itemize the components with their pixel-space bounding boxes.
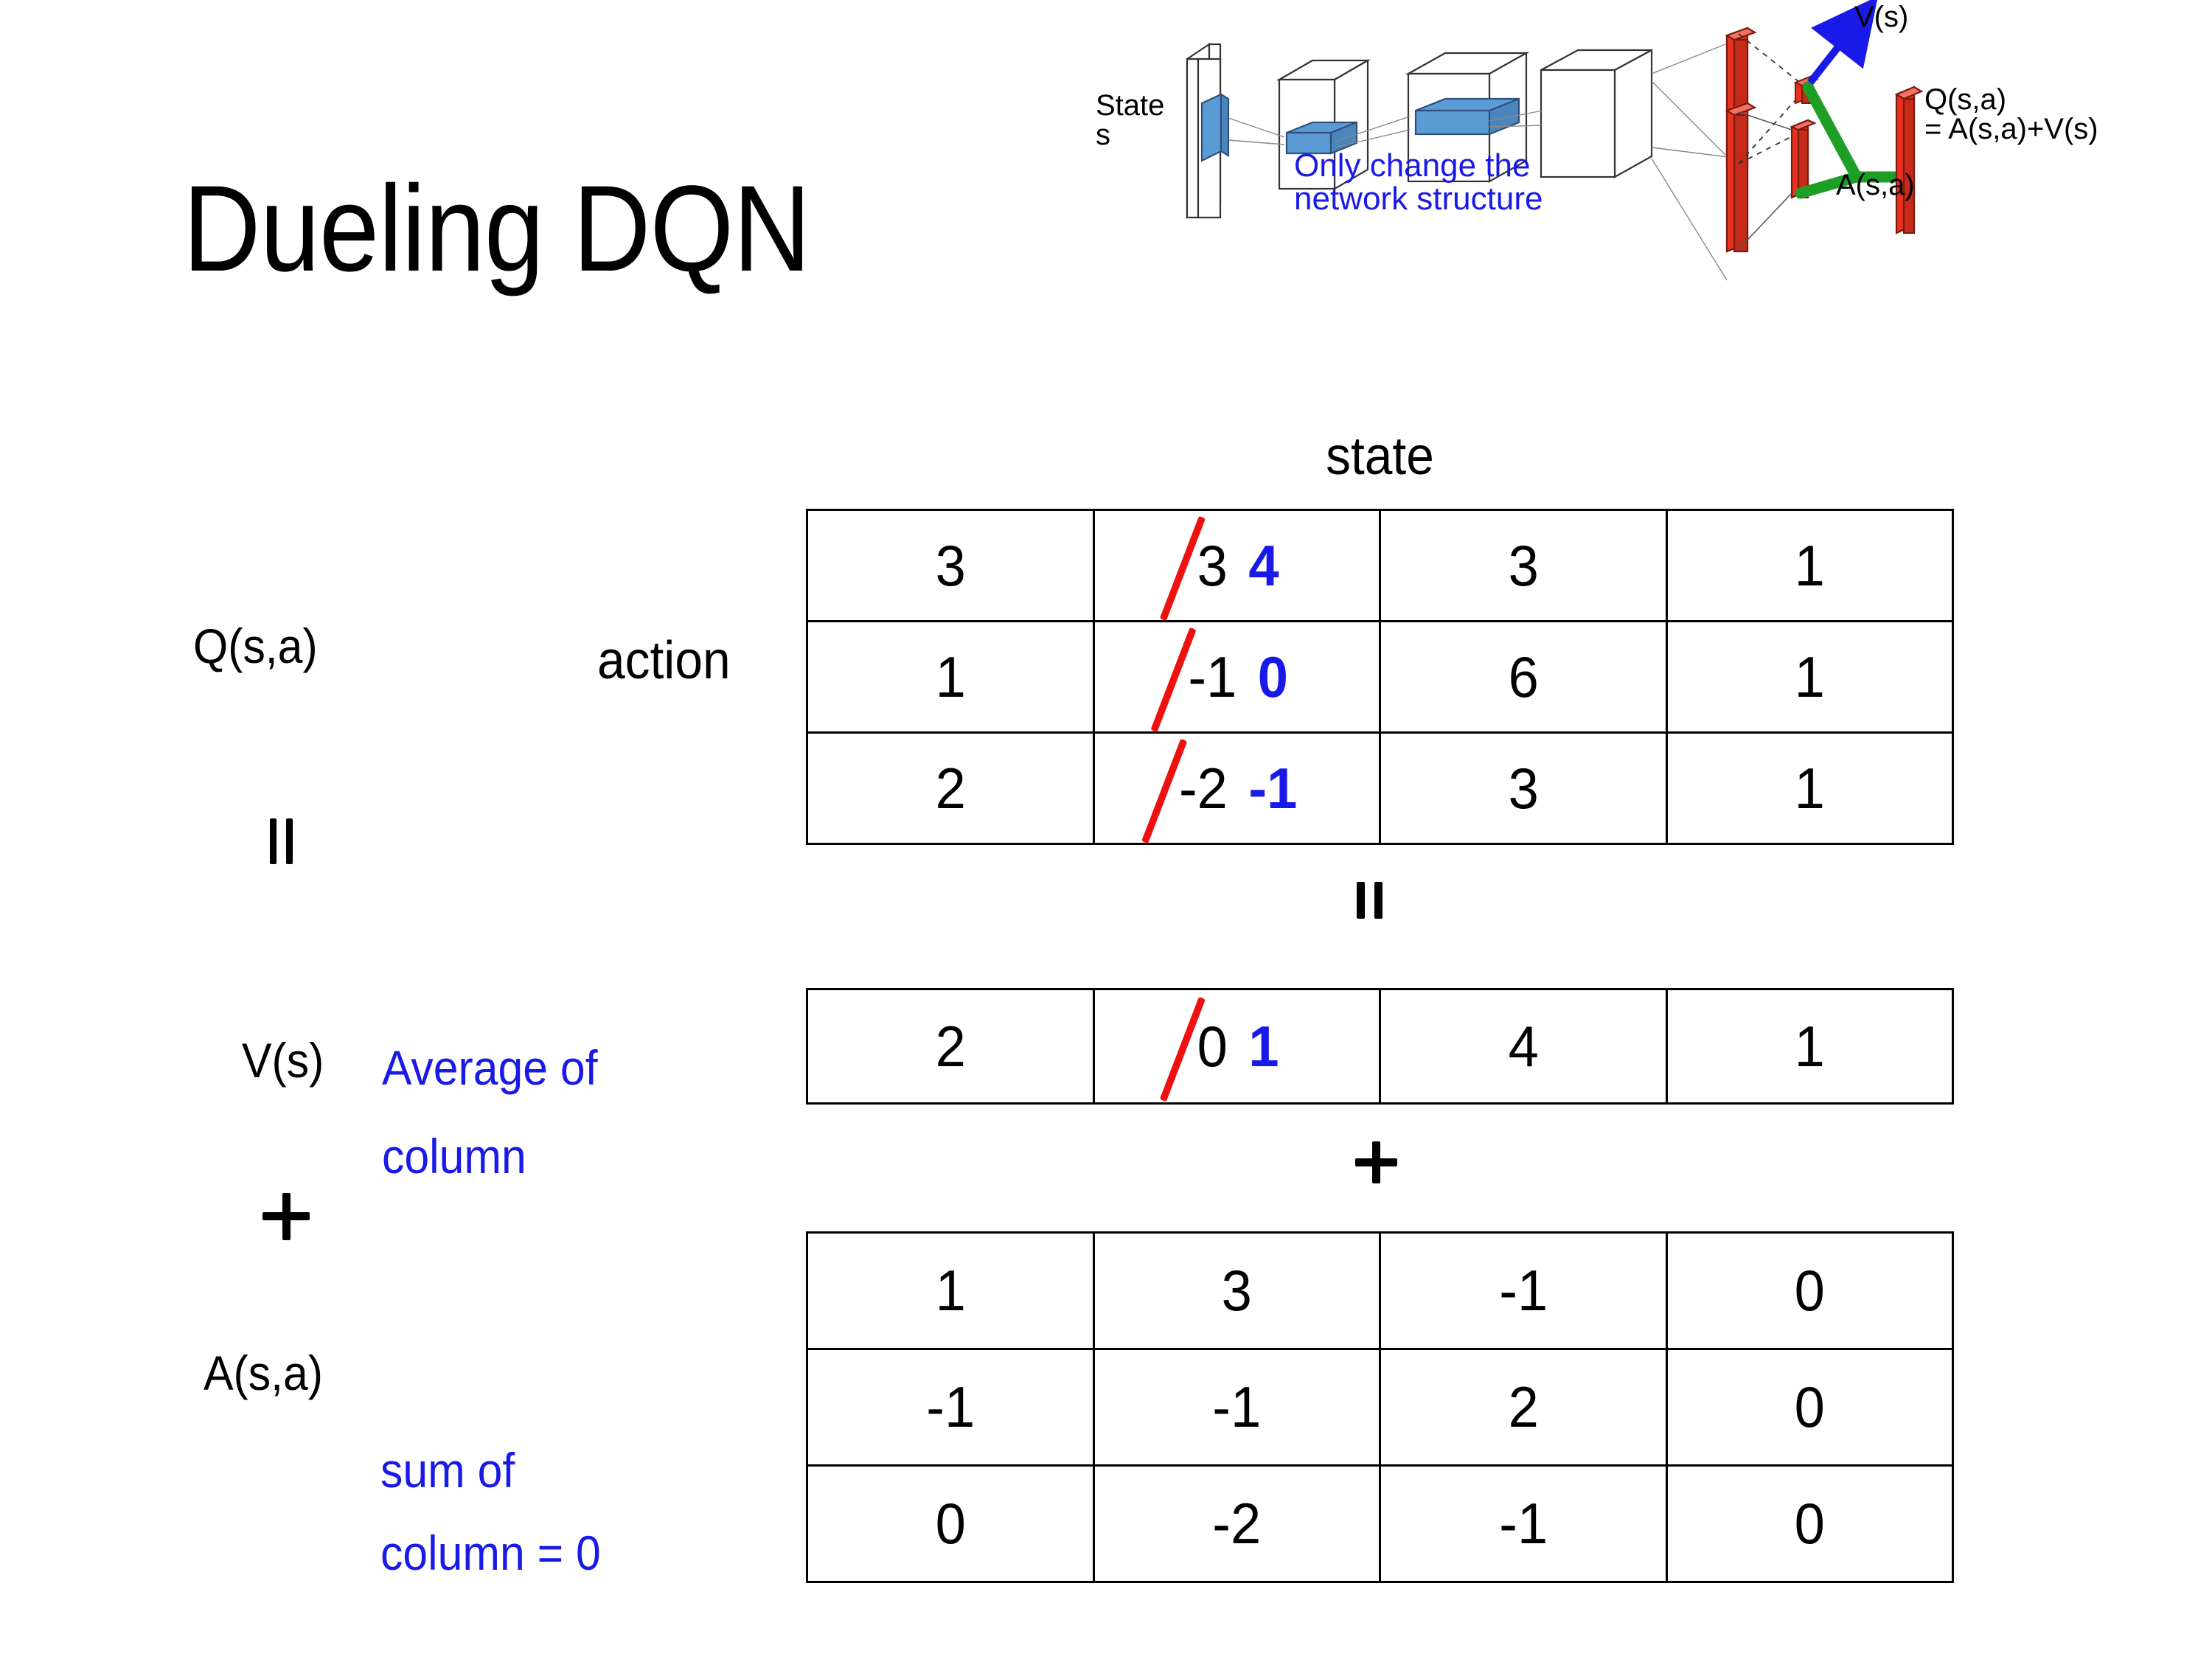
a-note-line2: column = 0: [380, 1526, 601, 1580]
q-cell-2-3: 1: [1672, 731, 1947, 845]
advantage-value-table: 1 3 -1 0 -1 -1 2 0 0 -2 -1 0: [806, 1231, 1954, 1583]
dueling-network-diagram: State s Only change the network structur…: [1091, 0, 2212, 413]
a-cell-2-3: 0: [1672, 1464, 1947, 1583]
v-cell-0-1-old: 0: [1194, 1013, 1231, 1080]
network-note-line2: network structure: [1294, 181, 1543, 217]
table-row: 1 -1 0 6 1: [807, 620, 1953, 734]
q-cell-1-3: 1: [1672, 620, 1947, 734]
a-cell-0-0: 1: [813, 1231, 1088, 1350]
q-cell-0-3: 1: [1672, 509, 1947, 622]
q-cell-1-1-new: 0: [1257, 644, 1288, 709]
q-cell-1-0: 1: [813, 620, 1088, 734]
a-cell-0-2: -1: [1385, 1231, 1660, 1350]
action-axis-caption: action: [597, 631, 731, 690]
a-cell-2-0: 0: [813, 1464, 1088, 1583]
q-cell-0-0: 3: [813, 509, 1088, 622]
q-cell-0-1-old: 3: [1194, 532, 1231, 599]
a-cell-1-0: -1: [813, 1348, 1088, 1467]
a-cell-0-3: 0: [1672, 1231, 1947, 1350]
v-cell-0-0: 2: [813, 988, 1088, 1105]
table-row: 1 3 -1 0: [807, 1231, 1953, 1350]
q-cell-2-1: -2 -1: [1099, 731, 1374, 845]
v-cell-0-1-new: 1: [1248, 1013, 1279, 1079]
network-advantage-output-label: A(s,a): [1836, 169, 1915, 201]
network-q-output-label-line2: = A(s,a)+V(s): [1924, 113, 2098, 145]
network-q-output-label-line1: Q(s,a): [1924, 83, 2007, 116]
q-cell-1-1-old: -1: [1186, 644, 1239, 711]
q-cell-2-1-old: -2: [1176, 755, 1230, 822]
network-input-sublabel: s: [1096, 119, 1110, 151]
a-cell-0-1: 3: [1099, 1231, 1374, 1350]
a-note-line1: sum of: [380, 1443, 515, 1498]
page-title: Dueling DQN: [183, 161, 811, 297]
network-input-label: State: [1096, 89, 1165, 122]
a-cell-2-1: -2: [1099, 1464, 1374, 1583]
state-axis-caption: state: [1326, 427, 1434, 486]
q-cell-1-2: 6: [1385, 620, 1660, 734]
a-cell-1-3: 0: [1672, 1348, 1947, 1467]
a-cell-1-1: -1: [1099, 1348, 1374, 1467]
a-function-label: A(s,a): [204, 1346, 323, 1400]
q-cell-2-0: 2: [813, 731, 1088, 845]
v-cell-0-3: 1: [1672, 988, 1947, 1105]
a-cell-2-2: -1: [1385, 1464, 1660, 1583]
a-cell-1-2: 2: [1385, 1348, 1660, 1467]
network-architecture-svg: [1186, 0, 1924, 281]
table-row: 0 -2 -1 0: [807, 1464, 1953, 1583]
q-cell-0-2: 3: [1385, 509, 1660, 622]
v-function-label: V(s): [242, 1033, 324, 1088]
network-value-output-label: V(s): [1854, 1, 1909, 33]
q-function-label: Q(s,a): [193, 619, 318, 673]
v-cell-0-2: 4: [1385, 988, 1660, 1105]
q-cell-2-2: 3: [1385, 731, 1660, 845]
table-row: 2 -2 -1 3 1: [807, 731, 1953, 845]
q-cell-1-1: -1 0: [1099, 620, 1374, 734]
q-cell-0-1-new: 4: [1248, 532, 1279, 598]
v-note-line1: Average of: [382, 1040, 598, 1095]
v-note-line2: column: [382, 1129, 526, 1183]
q-cell-2-1-new: -1: [1248, 755, 1298, 821]
network-note-line1: Only change the: [1294, 147, 1531, 184]
table-row: -1 -1 2 0: [807, 1348, 1953, 1467]
